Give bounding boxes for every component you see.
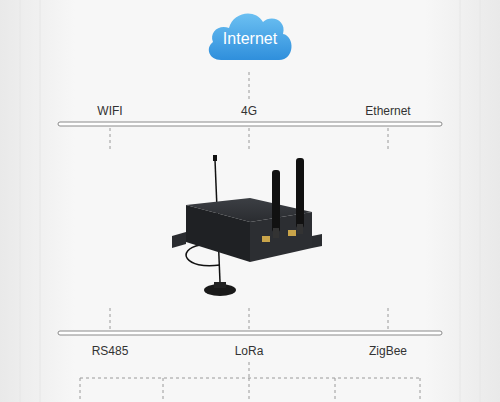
cloud-node: Internet — [205, 4, 295, 64]
interface-label: Ethernet — [365, 104, 410, 118]
interface-label: RS485 — [92, 344, 129, 358]
interface-label: ZigBee — [369, 344, 407, 358]
interface-label: WIFI — [97, 104, 122, 118]
interface-label: LoRa — [235, 344, 264, 358]
node-text: Internet — [205, 30, 295, 48]
interface-label: 4G — [241, 104, 257, 118]
